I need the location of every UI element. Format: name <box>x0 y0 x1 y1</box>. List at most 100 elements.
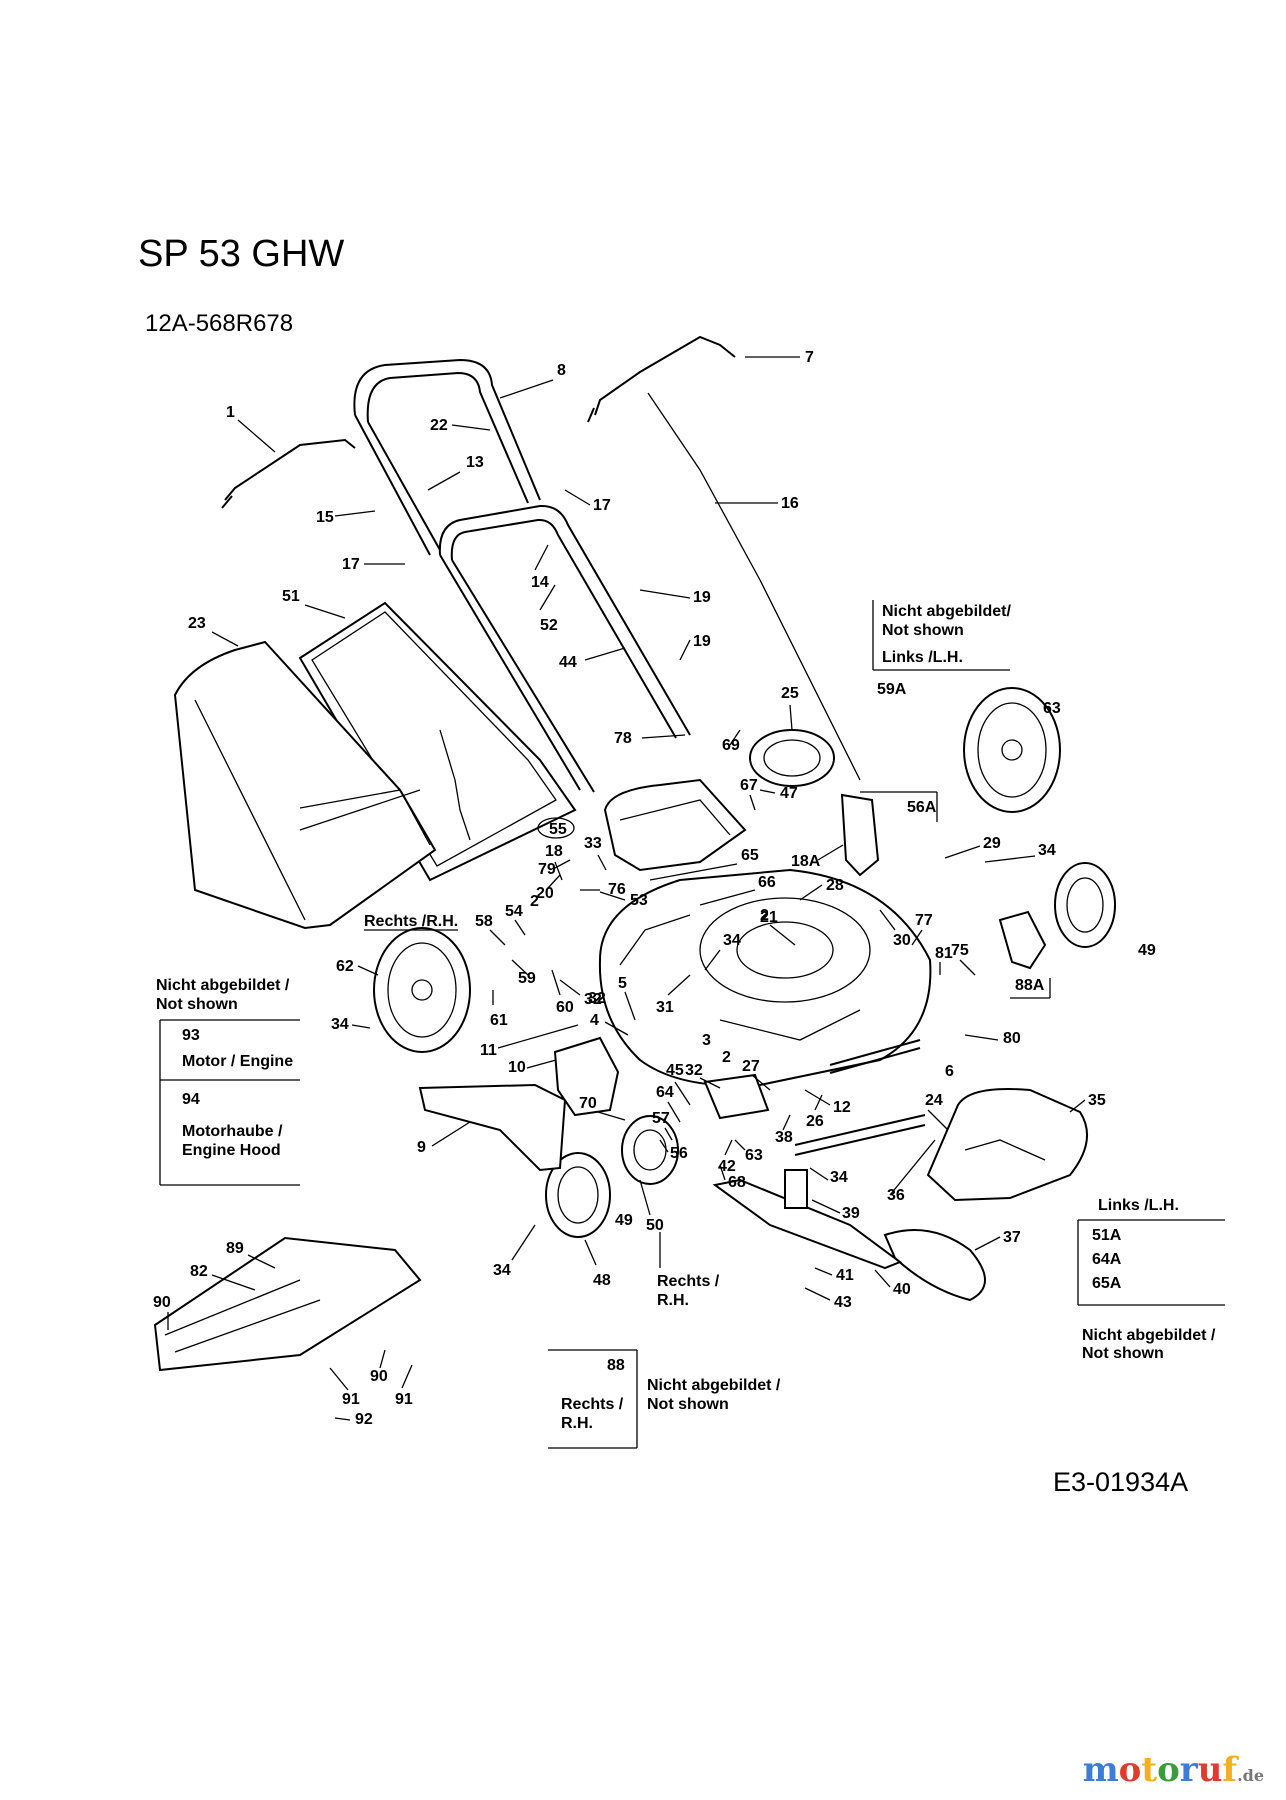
callout: 76 <box>608 881 626 898</box>
callout: 36 <box>887 1187 905 1204</box>
drawing-code: E3-01934A <box>1053 1467 1188 1497</box>
callout: 34 <box>830 1169 848 1186</box>
callout-56-ring <box>537 817 575 839</box>
callout: 7 <box>805 349 814 366</box>
note-line: Not shown <box>647 1396 729 1413</box>
callout: 60 <box>556 999 574 1016</box>
bottom-box-number: 88 <box>607 1357 625 1374</box>
callout: 55 <box>549 821 567 838</box>
belt-37 <box>883 1229 986 1302</box>
callout: 82 <box>190 1263 208 1280</box>
callout: 32 <box>685 1062 703 1079</box>
callout: 6 <box>945 1063 954 1080</box>
callout: 2 <box>722 1049 731 1066</box>
note-line: Not shown <box>882 622 964 639</box>
callout: 90 <box>153 1294 171 1311</box>
height-adjuster-88a <box>998 910 1047 970</box>
callout: 17 <box>593 497 611 514</box>
callout: 9 <box>417 1139 426 1156</box>
rechts-line: Rechts / <box>657 1273 720 1290</box>
wheel-front-right <box>1054 862 1116 948</box>
engine-label: Motor / Engine <box>182 1053 293 1070</box>
wheel-front-left <box>545 1152 611 1238</box>
note-line: Nicht abgebildet/ <box>882 603 1011 620</box>
callout: 2 <box>760 907 769 924</box>
callout: 38 <box>775 1129 793 1146</box>
callout: 90 <box>370 1368 388 1385</box>
callout: 53 <box>630 892 648 909</box>
callout: 50 <box>646 1217 664 1234</box>
callout: 43 <box>834 1294 852 1311</box>
callout: 24 <box>925 1092 943 1109</box>
callout: 63 <box>745 1147 763 1164</box>
rechts-bottom: Rechts / R.H. <box>657 1232 720 1309</box>
rear-deflector-inset <box>153 1236 422 1372</box>
rear-axle-39 <box>829 1039 921 1074</box>
callout: 23 <box>188 615 206 632</box>
height-adjuster-18a <box>840 793 880 877</box>
callout: 35 <box>1088 1092 1106 1109</box>
callout: 66 <box>758 874 776 891</box>
callout: 44 <box>559 654 577 671</box>
callout: 41 <box>836 1267 854 1284</box>
callout: 54 <box>505 903 523 920</box>
callout: 77 <box>915 912 933 929</box>
callout: 15 <box>316 509 334 526</box>
callout: 19 <box>693 633 711 650</box>
callout: 59 <box>518 970 536 987</box>
callout: 30 <box>893 932 911 949</box>
callout: 34 <box>331 1016 349 1033</box>
mulch-cover-10 <box>553 1036 620 1117</box>
callout: 25 <box>781 685 799 702</box>
callout: 49 <box>615 1212 633 1229</box>
upper-handle <box>353 358 541 556</box>
side-chute-9 <box>418 1083 567 1172</box>
callout: 28 <box>826 877 844 894</box>
control-bar-right <box>587 335 736 423</box>
note-top-right: Nicht abgebildet/ Not shown Links /L.H. … <box>872 600 1011 698</box>
note-side: Links /L.H. <box>882 649 963 666</box>
callout: 26 <box>806 1113 824 1130</box>
callout: 27 <box>742 1058 760 1075</box>
callout: 32 <box>584 991 602 1008</box>
callout: 45 <box>666 1062 684 1079</box>
rechts-label: Rechts /R.H. <box>364 913 458 930</box>
support-36 <box>794 1114 926 1156</box>
wheel-rear-left <box>373 927 471 1053</box>
note-line: Nicht abgebildet / <box>647 1377 781 1394</box>
ref-56a-box: 56A <box>860 791 938 822</box>
diagram-title: SP 53 GHW <box>138 233 344 275</box>
callout: 11 <box>480 1042 497 1059</box>
gear-69 <box>621 1115 679 1185</box>
callout: 34 <box>1038 842 1056 859</box>
logo-tld: .de <box>1237 1766 1264 1785</box>
callout: 3 <box>702 1032 711 1049</box>
lower-handle <box>438 504 691 793</box>
callout: 91 <box>395 1391 413 1408</box>
rear-flap <box>603 778 747 872</box>
model-number: 12A-568R678 <box>145 310 293 337</box>
callout: 10 <box>508 1059 526 1076</box>
callout: 33 <box>584 835 602 852</box>
callout: 8 <box>557 362 566 379</box>
callout: 31 <box>656 999 674 1016</box>
callout: 21 <box>760 909 778 926</box>
callout: 14 <box>531 574 549 591</box>
logo-word: motoruf <box>1082 1750 1238 1790</box>
note-line: Nicht abgebildet / <box>156 977 290 994</box>
callout: 32 <box>588 990 606 1007</box>
callout: 58 <box>475 913 493 930</box>
site-logo: motoruf.de <box>1083 1750 1264 1790</box>
callout: 56 <box>670 1145 688 1162</box>
hood-label-en: Engine Hood <box>182 1142 281 1159</box>
callout: 49 <box>1138 942 1156 959</box>
callout: 34 <box>723 932 741 949</box>
callout: 79 <box>538 861 556 878</box>
callout-layer: 1 2 2 2 3 4 5 6 7 8 9 10 11 12 13 14 15 … <box>153 349 1156 1428</box>
callout: 62 <box>336 958 354 975</box>
callout: 1 <box>226 404 235 421</box>
callout: 75 <box>951 942 969 959</box>
callout: 17 <box>342 556 360 573</box>
callout: 48 <box>593 1272 611 1289</box>
